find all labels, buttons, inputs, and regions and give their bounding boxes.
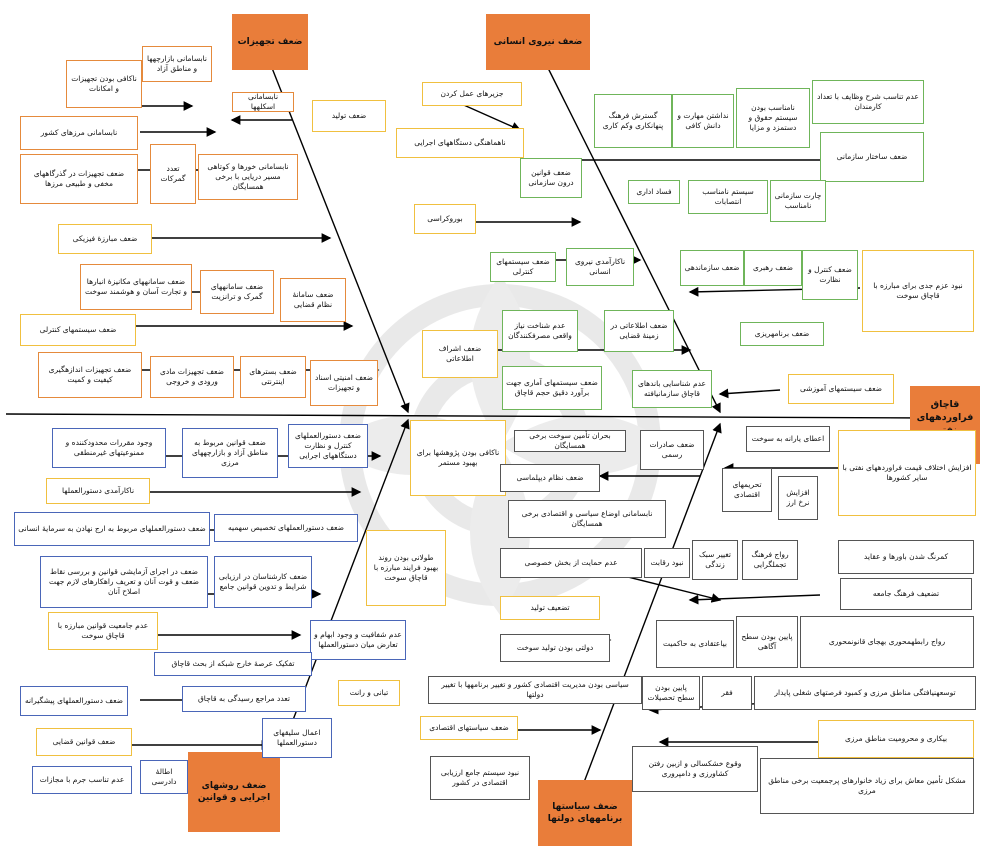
cause-box: عدم شفافیت و وجود ابهام و تعارض میان دست… — [310, 620, 406, 660]
category-policy: ضعف سیاستها برنامههای دولتها — [538, 780, 632, 846]
cause-box: اعطای یارانه به سوخت — [746, 426, 830, 452]
cause-box: نابسامانی خورها و کوتاهی مسیر دریایی با … — [198, 154, 298, 200]
cause-box: ناکافی بودن تجهیزات و امکانات — [66, 60, 142, 108]
cause-box: ضعف مبارزهٔ فیزیکی — [58, 224, 152, 254]
cause-box: تضعیف فرهنگ جامعه — [840, 578, 972, 610]
cause-box: ضعف برنامهریزی — [740, 322, 824, 346]
cause-box: افزایش نرخ ارز — [778, 476, 818, 520]
cause-box: نبود عزم جدی برای مبارزه با قاچاق سوخت — [862, 250, 974, 332]
cause-box: تبانی و رانت — [338, 680, 400, 706]
cause-box: پایین بودن سطح تحصیلات — [642, 676, 700, 710]
category-equipment: ضعف تجهیزات — [232, 14, 308, 70]
cause-box: تعدد گمرکات — [150, 144, 196, 204]
cause-box: نبود سیستم جامع ارزیابی اقتصادی در کشور — [430, 756, 530, 800]
cause-box: توسعهنیافتگی مناطق مرزی و کمبود فرصتهای … — [754, 676, 976, 710]
cause-box: سیستم نامناسب انتصابات — [688, 180, 768, 214]
category-human: ضعف نیروی انسانی — [486, 14, 590, 70]
cause-box: ناکارآمدی نیروی انسانی — [566, 248, 634, 286]
cause-box: سیاسی بودن مدیریت اقتصادی کشور و تغییر ب… — [428, 676, 642, 704]
cause-box: ضعف در اجرای آزمایشی قوانین و بررسی نقاط… — [40, 556, 208, 608]
cause-box: دولتی بودن تولید سوخت — [500, 634, 610, 662]
cause-box: تعدد مراجع رسیدگی به قاچاق — [182, 686, 306, 712]
cause-box: ضعف رهبری — [744, 250, 802, 286]
cause-box: ضعف سازماندهی — [680, 250, 744, 286]
cause-box: تضعیف تولید — [500, 596, 600, 620]
cause-box: مشکل تأمین معاش برای زیاد خانوارهای پرجم… — [760, 758, 974, 814]
category-methods: ضعف روشهای اجرایی و قوانین — [188, 752, 280, 832]
cause-box: ضعف دستورالعملهای تخصیص سهمیه — [214, 514, 358, 542]
cause-box: بوروکراسی — [414, 204, 476, 234]
cause-box: رواج فرهنگ تجملگرایی — [742, 540, 798, 580]
cause-box: ضعف سامانهٔ نظام قضایی — [280, 278, 346, 322]
cause-box: ضعف قوانین مربوط به مناطق آزاد و بازارچه… — [182, 428, 278, 478]
cause-box: جزیرهای عمل کردن — [422, 82, 522, 106]
cause-box: نداشتن مهارت و دانش کافی — [672, 94, 734, 148]
cause-box: ضعف سامانههای مکانیزهٔ انبارها و تجارت آ… — [80, 264, 192, 310]
cause-box: نابسامانی مرزهای کشور — [20, 116, 138, 150]
cause-box: افزایش اختلاف قیمت فراوردههای نفتی با سا… — [838, 430, 976, 516]
cause-box: ضعف قوانین درون سازمانی — [520, 158, 582, 198]
cause-box: ناهماهنگی دستگاههای اجرایی — [396, 128, 524, 158]
cause-box: ضعف سیاستهای اقتصادی — [420, 716, 518, 740]
cause-box: ضعف تجهیزات اندازهگیری کیفیت و کمیت — [38, 352, 142, 398]
cause-box: عدم حمایت از بخش خصوصی — [500, 548, 642, 578]
cause-box: بیاعتقادی به حاکمیت — [656, 620, 734, 668]
cause-box: پایین بودن سطح آگاهی — [736, 616, 798, 668]
cause-box: ضعف بسترهای اینترنتی — [240, 356, 306, 398]
cause-box: ضعف دستورالعملهای پیشگیرانه — [20, 686, 128, 716]
cause-box: فساد اداری — [628, 180, 680, 204]
cause-box: بحران تأمین سوخت برخی همسایگان — [514, 430, 626, 452]
category-human-label: ضعف نیروی انسانی — [493, 36, 583, 47]
cause-box: عدم شناسایی باندهای قاچاق سازمانیافته — [632, 370, 712, 408]
cause-box: عدم جامعیت قوانین مبارزه با قاچاق سوخت — [48, 612, 158, 650]
cause-box: تغییر سبک زندگی — [692, 540, 738, 580]
cause-box: نامناسب بودن سیستم حقوق و دستمزد و مزایا — [736, 88, 810, 148]
cause-box: نابسامانی بازارچهها و مناطق آزاد — [142, 46, 212, 82]
cause-box: ضعف صادرات رسمی — [640, 430, 704, 470]
cause-box: گسترش فرهنگ پنهانکاری وکم کاری — [594, 94, 672, 148]
cause-box: تفکیک عرصهٔ خارج شبکه از بحث قاچاق — [154, 652, 312, 676]
cause-box: ضعف تجهیزات در گذرگاههای مخفی و طبیعی مر… — [20, 154, 138, 204]
cause-box: عدم تناسب جرم با مجازات — [32, 766, 132, 794]
cause-box: بیکاری و محرومیت مناطق مرزی — [818, 720, 974, 758]
cause-box: ضعف سیستمهای آماری جهت برآورد دقیق حجم ق… — [502, 366, 602, 410]
cause-box: ضعف اطلاعاتی در زمینهٔ قضایی — [604, 310, 674, 352]
cause-box: ضعف تولید — [312, 100, 386, 132]
cause-box: ضعف امنیتی اسناد و تجهیزات — [310, 360, 378, 406]
category-methods-label: ضعف روشهای اجرایی و قوانین — [197, 780, 271, 803]
cause-box: ضعف سامانههای گمرک و ترانزیت — [200, 270, 274, 314]
cause-box: ضعف سیستمهای کنترلی — [490, 252, 556, 282]
cause-box: ضعف دستورالعملهای کنترل و نظارت دستگاهها… — [288, 424, 368, 468]
cause-box: طولانی بودن روند بهبود فرایند مبارزه با … — [366, 530, 446, 606]
cause-box: عدم تناسب شرح وظایف با تعداد کارمندان — [812, 80, 924, 124]
cause-box: ناکافی بودن پژوهشها برای بهبود مستمر — [410, 420, 506, 496]
cause-box: اعمال سلیقهای دستورالعملها — [262, 718, 332, 758]
cause-box: چارت سازمانی نامناسب — [770, 180, 826, 222]
cause-box: رواج رابطهمحوری بهجای قانونمحوری — [800, 616, 974, 668]
cause-box: نابسامانی اوضاع سیاسی و اقتصادی برخی همس… — [508, 500, 666, 538]
cause-box: ضعف نظام دیپلماسی — [500, 464, 600, 492]
cause-box: ضعف دستورالعملهای مربوط به ارج نهادن به … — [14, 512, 210, 546]
cause-box: وجود مقررات محدودکننده و ممنوعیتهای غیرم… — [52, 428, 166, 468]
cause-box: تحریمهای اقتصادی — [722, 468, 772, 512]
cause-box: ضعف اشراف اطلاعاتی — [422, 330, 498, 378]
category-policy-label: ضعف سیاستها برنامههای دولتها — [547, 801, 623, 824]
cause-box: کمرنگ شدن باورها و عقاید — [838, 540, 974, 574]
cause-box: ضعف سیستمهای کنترلی — [20, 314, 136, 346]
cause-box: وقوع خشکسالی و ازبین رفتن کشاورزی و دامپ… — [632, 746, 758, 792]
cause-box: ضعف تجهیزات مادی ورودی و خروجی — [150, 356, 234, 398]
cause-box: ضعف سیستمهای آموزشی — [788, 374, 894, 404]
cause-box: ضعف ساختار سازمانی — [820, 132, 924, 182]
cause-box: نابسامانی اسکلهها — [232, 92, 294, 112]
cause-box: ناکارآمدی دستورالعملها — [46, 478, 150, 504]
cause-box: ضعف کنترل و نظارت — [802, 250, 858, 300]
cause-box: نبود رقابت — [644, 548, 690, 578]
cause-box: فقر — [702, 676, 752, 710]
cause-box: اطالهٔ دادرسی — [140, 760, 188, 794]
cause-box: عدم شناخت نیاز واقعی مصرفکنندگان — [502, 310, 578, 352]
category-equipment-label: ضعف تجهیزات — [237, 36, 303, 47]
cause-box: ضعف کارشناسان در ارزیابی شرایط و تدوین ق… — [214, 556, 312, 608]
cause-box: ضعف قوانین قضایی — [36, 728, 132, 756]
